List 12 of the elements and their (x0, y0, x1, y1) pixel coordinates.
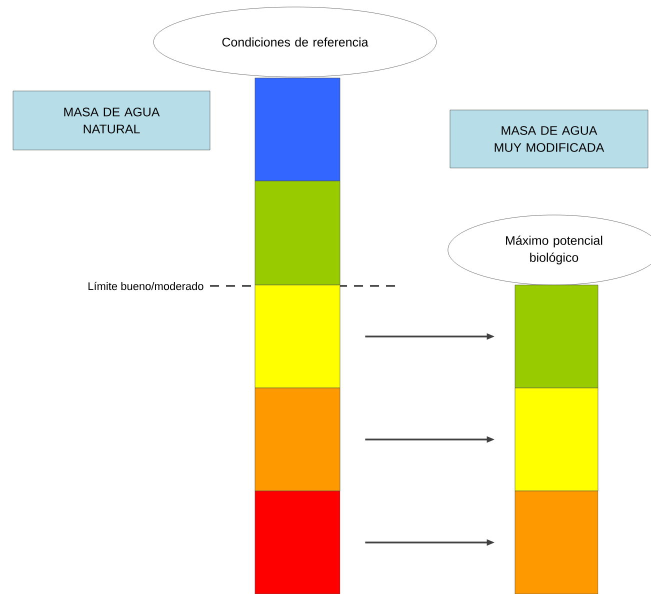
color-bar (254, 490, 340, 594)
color-bar (254, 388, 340, 492)
color-bar (514, 490, 598, 594)
ellipse-node: Condiciones de referencia (153, 6, 437, 78)
color-bar (254, 180, 340, 286)
color-bar (514, 284, 598, 388)
boundary-label: Límite bueno/moderado (88, 282, 204, 290)
label-box: MASA DE AGUA NATURAL (12, 90, 210, 150)
color-bar (514, 388, 598, 492)
label-box: MASA DE AGUA MUY MODIFICADA (450, 110, 648, 168)
color-bar (254, 284, 340, 388)
color-bar (254, 78, 340, 182)
